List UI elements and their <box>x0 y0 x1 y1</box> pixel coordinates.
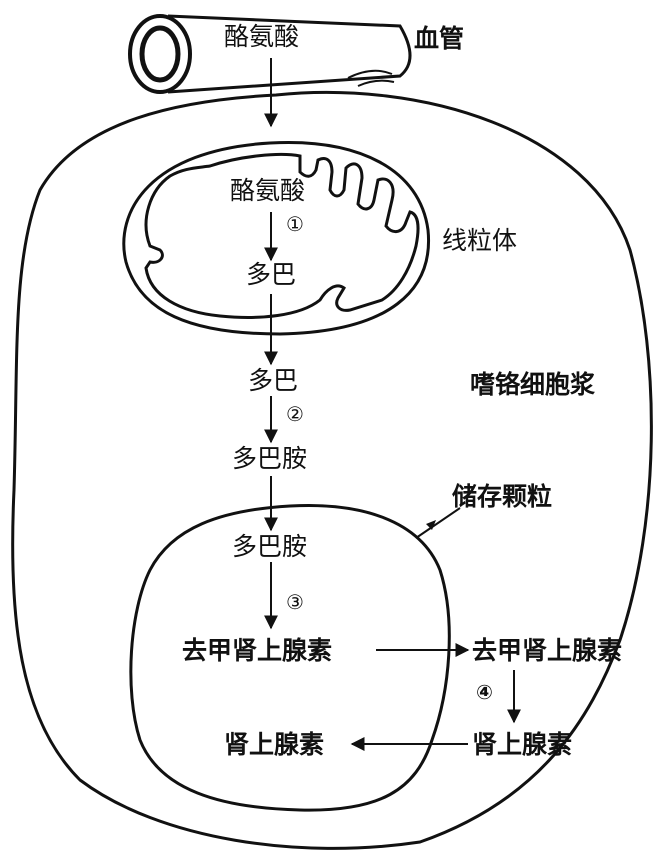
blood-vessel-label: 血管 <box>414 24 465 53</box>
cytoplasm-epinephrine-label: 肾上腺素 <box>472 730 573 759</box>
cytoplasm-dopamine-label: 多巴胺 <box>232 444 308 473</box>
mitochondrion-outer-membrane <box>122 140 431 336</box>
pathway-arrows <box>264 58 521 751</box>
blood-vessel <box>128 14 412 94</box>
granule-label-pointer <box>415 507 461 539</box>
chromaffin-cytoplasm-label: 嗜铬细胞浆 <box>470 370 596 399</box>
step-4-marker: ④ <box>476 680 493 704</box>
granule-dopamine-label: 多巴胺 <box>232 532 308 561</box>
storage-granule-label: 储存颗粒 <box>452 482 553 511</box>
granule-pointer-mark <box>426 520 436 530</box>
vessel-tyrosine-label: 酪氨酸 <box>224 22 300 51</box>
step-3-marker: ③ <box>286 590 304 614</box>
cytoplasm-dopa-label: 多巴 <box>248 366 299 395</box>
chromaffin-cell-outline <box>11 91 653 850</box>
granule-norepinephrine-label: 去甲肾上腺素 <box>182 636 333 665</box>
mito-dopa-label: 多巴 <box>246 260 297 289</box>
mitochondrion-inner-membrane <box>144 153 420 319</box>
step-2-marker: ② <box>286 402 304 426</box>
storage-granule-outline <box>129 503 451 812</box>
cytoplasm-norepinephrine-label: 去甲肾上腺素 <box>472 636 623 665</box>
mito-tyrosine-label: 酪氨酸 <box>230 176 306 205</box>
granule-epinephrine-label: 肾上腺素 <box>224 730 325 759</box>
mitochondrion-label: 线粒体 <box>442 226 518 255</box>
step-1-marker: ① <box>286 212 304 236</box>
